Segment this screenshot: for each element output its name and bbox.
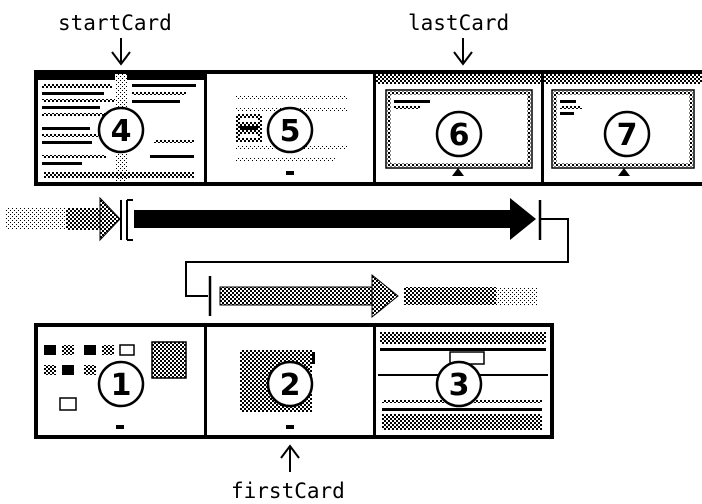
start-bracket-icon [121,200,133,240]
card-number-7: 7 [617,118,638,153]
card-thumbnail-1: 1 [38,327,204,435]
incoming-dithered-arrow [6,198,120,240]
last-card-label: lastCard [408,11,509,35]
bottom-card-strip: 1 2 3 [34,323,554,439]
start-card-label: startCard [58,11,172,35]
main-sequence-arrow [134,198,536,240]
start-card-pointer-icon [112,38,130,64]
card-number-6: 6 [449,118,470,153]
card-thumbnail-3: 3 [376,327,550,435]
card-thumbnail-6: 6 [376,74,541,182]
card-number-5: 5 [280,114,301,149]
top-card-strip: 4 5 6 [34,70,702,186]
card-thumbnail-5: 5 [207,74,373,182]
card-thumbnail-2: 2 [207,327,373,435]
first-card-pointer-icon [281,446,299,472]
card-thumbnail-7: 7 [544,74,702,182]
card-thumbnail-4: 4 [38,74,204,182]
last-card-pointer-icon [454,38,472,64]
card-number-3: 3 [449,368,470,403]
card-number-1: 1 [111,368,132,403]
second-pass-dithered-arrow [220,275,538,317]
card-number-2: 2 [280,368,301,403]
first-card-label: firstCard [231,479,345,503]
card-number-4: 4 [111,114,132,149]
